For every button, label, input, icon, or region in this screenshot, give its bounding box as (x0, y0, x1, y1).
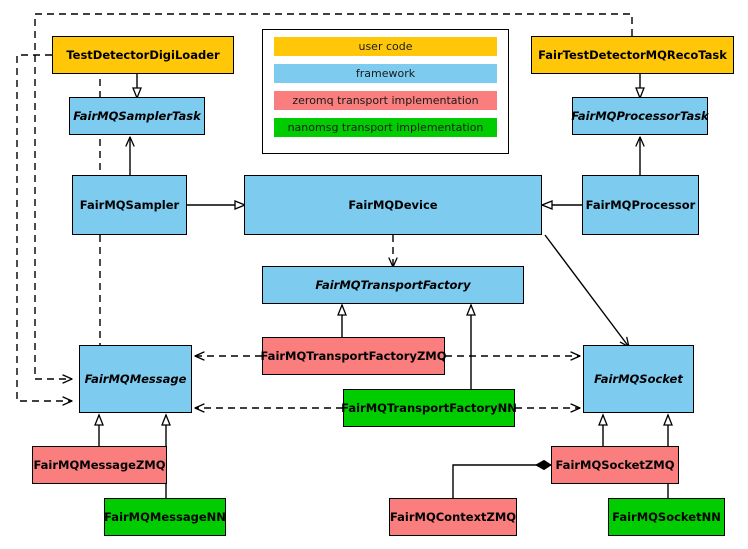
class-node-fairmqsocket[interactable]: FairMQSocket (583, 345, 694, 413)
class-node-fairmqmessage[interactable]: FairMQMessage (79, 345, 192, 413)
legend-label-user-code: user code (358, 40, 413, 53)
class-node-fairmqmessagezmq[interactable]: FairMQMessageZMQ (32, 446, 167, 484)
legend-label-nanomsg: nanomsg transport implementation (287, 121, 484, 134)
legend-row-nanomsg: nanomsg transport implementation (274, 118, 497, 137)
class-node-label: FairMQSocket (594, 371, 683, 386)
class-node-fairmqprocessortask[interactable]: FairMQProcessorTask (571, 97, 709, 135)
class-node-label: FairMQProcessorTask (571, 108, 709, 123)
legend-label-framework: framework (355, 67, 416, 80)
class-node-label: FairTestDetectorMQRecoTask (538, 47, 727, 62)
class-node-fairmqtransportfactoryzmq[interactable]: FairMQTransportFactoryZMQ (260, 337, 447, 375)
class-node-label: FairMQDevice (348, 197, 438, 212)
class-node-fairmqdevice[interactable]: FairMQDevice (244, 175, 542, 235)
class-node-label: FairMQMessage (84, 371, 187, 386)
class-node-label: FairMQProcessor (585, 197, 696, 212)
edge-device-socket (544, 234, 630, 348)
class-node-fairmqprocessor[interactable]: FairMQProcessor (582, 175, 699, 235)
class-node-fairmqtransportfactorynn[interactable]: FairMQTransportFactoryNN (341, 389, 517, 427)
class-node-fairmqtransportfactory[interactable]: FairMQTransportFactory (262, 266, 524, 304)
legend-box: user code framework zeromq transport imp… (262, 29, 509, 154)
class-node-label: TestDetectorDigiLoader (66, 47, 220, 62)
class-node-label: FairMQSocketNN (612, 509, 721, 524)
class-node-label: FairMQSampler (79, 197, 180, 212)
class-node-testdetectordigiloader[interactable]: TestDetectorDigiLoader (52, 36, 234, 74)
class-node-label: FairMQSocketZMQ (555, 457, 675, 472)
class-node-fairmqsamplertask[interactable]: FairMQSamplerTask (69, 97, 205, 135)
class-node-label: FairMQMessageNN (104, 509, 226, 524)
class-node-fairmqsocketnn[interactable]: FairMQSocketNN (608, 498, 725, 536)
class-node-label: FairMQContextZMQ (389, 509, 517, 524)
class-node-fairmqsocketzmq[interactable]: FairMQSocketZMQ (551, 446, 679, 484)
legend-row-framework: framework (274, 64, 497, 83)
class-node-fairmqcontextzmq[interactable]: FairMQContextZMQ (389, 498, 517, 536)
edge-digiloader-message-outer (16, 54, 73, 406)
class-node-fairtestdetectormqrecotask[interactable]: FairTestDetectorMQRecoTask (531, 36, 734, 74)
class-node-label: FairMQSamplerTask (73, 108, 201, 123)
legend-row-zeromq: zeromq transport implementation (274, 91, 497, 110)
class-node-label: FairMQTransportFactoryZMQ (260, 348, 447, 363)
class-node-fairmqmessagenn[interactable]: FairMQMessageNN (104, 498, 226, 536)
class-node-label: FairMQTransportFactory (315, 277, 471, 292)
class-node-fairmqsampler[interactable]: FairMQSampler (72, 175, 187, 235)
legend-label-zeromq: zeromq transport implementation (292, 94, 479, 107)
class-node-label: FairMQTransportFactoryNN (341, 400, 517, 415)
edge-contextzmq-socketzmq (452, 459, 552, 498)
legend-row-user-code: user code (274, 37, 497, 56)
class-node-label: FairMQMessageZMQ (33, 457, 166, 472)
